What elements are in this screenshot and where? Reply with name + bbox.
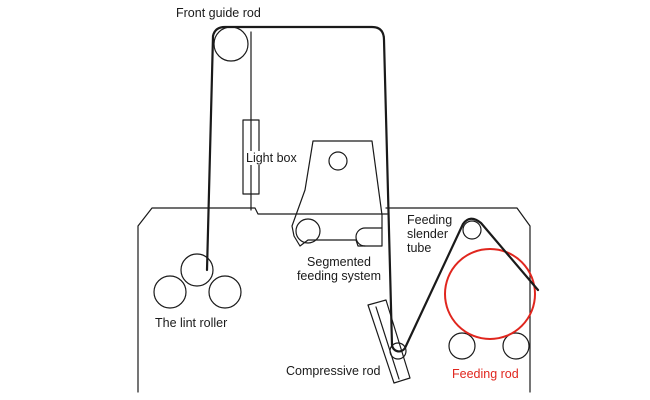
- label-feeding-slender-line2: slender: [407, 227, 448, 241]
- label-feeding-slender-line3: tube: [407, 241, 432, 255]
- lint-roller-middle: [180, 253, 214, 287]
- label-light-box: Light box: [245, 151, 298, 165]
- label-front-guide-rod: Front guide rod: [176, 6, 261, 20]
- label-segmented-feeding-system: Segmented feeding system: [289, 255, 389, 283]
- label-segmented-line1: Segmented: [307, 255, 371, 269]
- label-lint-roller: The lint roller: [155, 316, 228, 330]
- label-feeding-slender-tube: Feeding slender tube: [407, 213, 452, 255]
- compressive-rod-holder: [367, 299, 411, 384]
- bottom-roller-right: [502, 332, 530, 360]
- housing-top-roller: [328, 151, 348, 171]
- feeding-slender-tube: [462, 220, 482, 240]
- segmented-feeding-housing: [291, 140, 383, 247]
- compressive-rod: [389, 342, 407, 360]
- front-guide-rod: [213, 26, 249, 62]
- label-feeding-slender-line1: Feeding: [407, 213, 453, 227]
- lint-roller-right: [208, 275, 242, 309]
- label-compressive-rod: Compressive rod: [286, 364, 381, 378]
- fiber-strand-path: [205, 25, 540, 353]
- housing-left-roller: [295, 218, 321, 244]
- label-feeding-rod: Feeding rod: [452, 367, 519, 381]
- lint-roller-left: [153, 275, 187, 309]
- feeding-rod: [444, 248, 536, 340]
- bottom-roller-left: [448, 332, 476, 360]
- label-segmented-line2: feeding system: [296, 269, 382, 283]
- machine-frame-outline: [137, 207, 531, 393]
- housing-right-slot: [355, 227, 383, 247]
